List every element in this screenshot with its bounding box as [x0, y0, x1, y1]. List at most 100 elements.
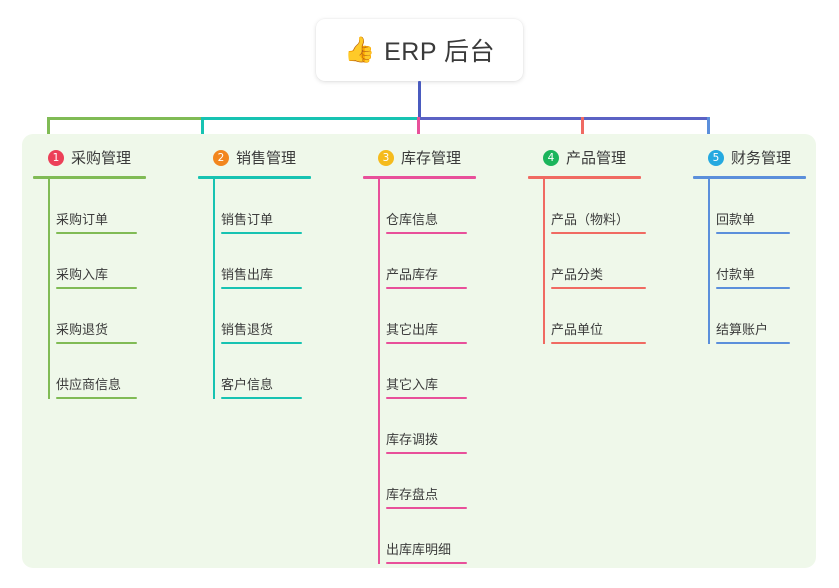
column-title: 产品管理 [566, 150, 627, 167]
leaf-item[interactable]: 付款单 [716, 234, 800, 289]
leaf-item[interactable]: 仓库信息 [386, 179, 477, 234]
leaf-item-label: 库存盘点 [386, 487, 439, 502]
leaf-item-label: 产品单位 [551, 322, 604, 337]
leaf-item-label: 销售订单 [221, 212, 274, 227]
leaf-item[interactable]: 库存调拨 [386, 399, 477, 454]
thumbs-up-icon: 👍 [343, 35, 376, 64]
leaf-item-label: 仓库信息 [386, 212, 439, 227]
column-header-rule [33, 176, 146, 179]
leaf-item-label: 产品分类 [551, 267, 604, 282]
leaf-item-label: 结算账户 [716, 322, 769, 337]
column-trunk-3 [378, 179, 380, 564]
leaf-item-rule [56, 342, 137, 344]
leaf-item-rule [56, 287, 137, 289]
leaf-item[interactable]: 供应商信息 [56, 344, 147, 399]
leaf-item-rule [386, 287, 467, 289]
leaf-item[interactable]: 库存盘点 [386, 454, 477, 509]
column-number-badge: 3 [378, 149, 394, 166]
leaf-item[interactable]: 采购退货 [56, 289, 147, 344]
column-trunk-4 [543, 179, 545, 344]
column-header-rule [363, 176, 476, 179]
leaf-item-label: 供应商信息 [56, 377, 122, 392]
leaf-item-rule [386, 232, 467, 234]
branch-column-4[interactable]: 4 产品管理 [528, 146, 671, 179]
branch-drop-2 [201, 117, 204, 139]
column-header-rule [198, 176, 311, 179]
leaf-item-rule [551, 342, 646, 344]
leaf-item-rule [56, 232, 137, 234]
leaf-item[interactable]: 产品单位 [551, 289, 656, 344]
leaf-item-label: 销售退货 [221, 322, 274, 337]
branch-column-2[interactable]: 2 销售管理 [198, 146, 341, 179]
branch-column-3[interactable]: 3 库存管理 [363, 146, 506, 179]
leaf-item-rule [551, 287, 646, 289]
leaf-item-rule [56, 397, 137, 399]
column-title: 财务管理 [731, 150, 792, 167]
bus-segment-3 [418, 117, 709, 120]
column-title: 销售管理 [236, 150, 297, 167]
branch-panel [22, 134, 816, 568]
leaf-item-label: 其它出库 [386, 322, 439, 337]
leaf-item-label: 其它入库 [386, 377, 439, 392]
bus-segment-2 [202, 117, 418, 120]
leaf-item[interactable]: 其它入库 [386, 344, 477, 399]
leaf-item-label: 销售出库 [221, 267, 274, 282]
column-title: 采购管理 [71, 150, 132, 167]
column-number-badge: 4 [543, 149, 559, 166]
leaf-item-label: 回款单 [716, 212, 756, 227]
root-node-title: ERP 后台 [384, 38, 496, 66]
column-number-badge: 1 [48, 149, 64, 166]
leaf-item[interactable]: 结算账户 [716, 289, 800, 344]
leaf-item-label: 采购入库 [56, 267, 109, 282]
leaf-item-rule [386, 452, 467, 454]
leaf-item[interactable]: 客户信息 [221, 344, 312, 399]
leaf-item[interactable]: 出库库明细 [386, 509, 477, 564]
leaf-item-label: 客户信息 [221, 377, 274, 392]
leaf-item[interactable]: 产品（物料） [551, 179, 656, 234]
leaf-item-label: 出库库明细 [386, 542, 452, 557]
branch-drop-4 [581, 117, 584, 139]
leaf-item-label: 库存调拨 [386, 432, 439, 447]
column-title: 库存管理 [401, 150, 462, 167]
leaf-item-rule [221, 397, 302, 399]
leaf-item[interactable]: 销售退货 [221, 289, 312, 344]
branch-column-5[interactable]: 5 财务管理 [693, 146, 836, 179]
leaf-item-label: 采购订单 [56, 212, 109, 227]
leaf-item-rule [221, 287, 302, 289]
column-number-badge: 5 [708, 149, 724, 166]
branch-column-1[interactable]: 1 采购管理 [33, 146, 176, 179]
bus-segment-1 [47, 117, 202, 120]
root-node[interactable]: 👍 ERP 后台 [316, 19, 523, 81]
leaf-item-rule [386, 397, 467, 399]
leaf-item[interactable]: 其它出库 [386, 289, 477, 344]
leaf-item[interactable]: 销售出库 [221, 234, 312, 289]
leaf-item[interactable]: 采购入库 [56, 234, 147, 289]
leaf-item-label: 产品库存 [386, 267, 439, 282]
leaf-item-rule [221, 342, 302, 344]
column-header-3[interactable]: 3 库存管理 [363, 146, 506, 169]
leaf-item-rule [716, 232, 790, 234]
leaf-item[interactable]: 产品库存 [386, 234, 477, 289]
column-header-rule [528, 176, 641, 179]
column-header-1[interactable]: 1 采购管理 [33, 146, 176, 169]
column-trunk-1 [48, 179, 50, 399]
root-stem [418, 81, 421, 119]
column-number-badge: 2 [213, 149, 229, 166]
leaf-item[interactable]: 产品分类 [551, 234, 656, 289]
leaf-item[interactable]: 采购订单 [56, 179, 147, 234]
column-header-4[interactable]: 4 产品管理 [528, 146, 671, 169]
leaf-item-rule [386, 562, 467, 564]
leaf-item-rule [716, 287, 790, 289]
leaf-item[interactable]: 销售订单 [221, 179, 312, 234]
leaf-item-rule [386, 507, 467, 509]
leaf-item-rule [716, 342, 790, 344]
leaf-item-label: 付款单 [716, 267, 756, 282]
leaf-item[interactable]: 回款单 [716, 179, 800, 234]
column-trunk-2 [213, 179, 215, 399]
column-header-rule [693, 176, 806, 179]
column-trunk-5 [708, 179, 710, 344]
column-header-5[interactable]: 5 财务管理 [693, 146, 836, 169]
leaf-item-rule [551, 232, 646, 234]
column-header-2[interactable]: 2 销售管理 [198, 146, 341, 169]
